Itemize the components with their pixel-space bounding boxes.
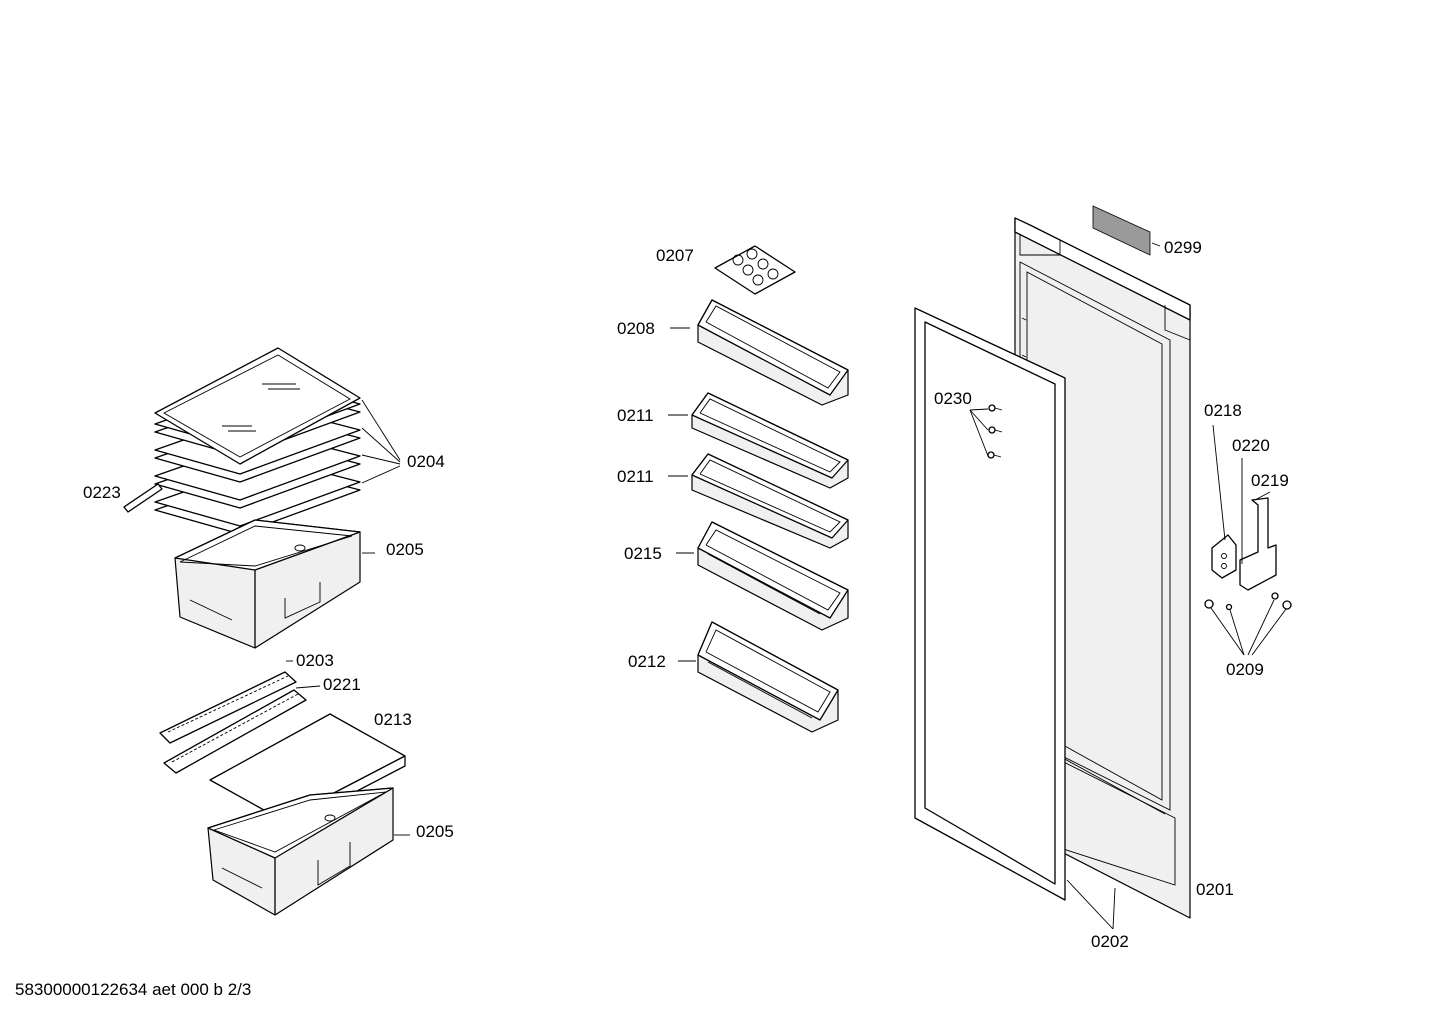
glass-shelf-stack <box>154 347 361 535</box>
label-0220: 0220 <box>1232 436 1270 455</box>
crisper-drawer-lower <box>207 787 394 916</box>
part-labels: 0204 0223 0205 0203 0221 0213 0205 0207 … <box>83 238 1289 951</box>
label-0213: 0213 <box>374 710 412 729</box>
label-0203: 0203 <box>296 651 334 670</box>
rating-label-plate <box>1092 205 1151 256</box>
crisper-drawer-upper <box>174 519 361 649</box>
label-0218: 0218 <box>1204 401 1242 420</box>
door-rack-0212 <box>697 621 839 733</box>
leader-lines <box>286 242 1287 930</box>
screws-0230 <box>987 404 1003 459</box>
label-0205-upper: 0205 <box>386 540 424 559</box>
egg-tray <box>714 245 796 295</box>
door-rack-0211-upper <box>691 392 849 489</box>
label-0212: 0212 <box>628 652 666 671</box>
drawing-reference-footer: 58300000122634 aet 000 b 2/3 <box>15 980 252 999</box>
odour-filter-strip <box>159 671 297 744</box>
label-0202: 0202 <box>1091 932 1129 951</box>
label-0207: 0207 <box>656 246 694 265</box>
label-0299: 0299 <box>1164 238 1202 257</box>
label-0211-lower: 0211 <box>617 467 654 486</box>
door-rack-0211-lower <box>691 453 849 549</box>
label-0211-upper: 0211 <box>617 406 654 425</box>
door-gasket <box>914 307 1066 901</box>
shelf-rail-part <box>123 483 163 513</box>
label-0208: 0208 <box>617 319 655 338</box>
label-0209: 0209 <box>1226 660 1264 679</box>
hinge-parts <box>1204 497 1292 611</box>
label-0230: 0230 <box>934 389 972 408</box>
label-0223: 0223 <box>83 483 121 502</box>
filter-strip <box>163 689 307 774</box>
door-rack-0208 <box>697 299 849 406</box>
label-0201: 0201 <box>1196 880 1234 899</box>
label-0215: 0215 <box>624 544 662 563</box>
label-0204: 0204 <box>407 452 445 471</box>
label-0221: 0221 <box>323 675 361 694</box>
label-0219: 0219 <box>1251 471 1289 490</box>
door-rack-0215 <box>697 521 849 631</box>
label-0205-lower: 0205 <box>416 822 454 841</box>
